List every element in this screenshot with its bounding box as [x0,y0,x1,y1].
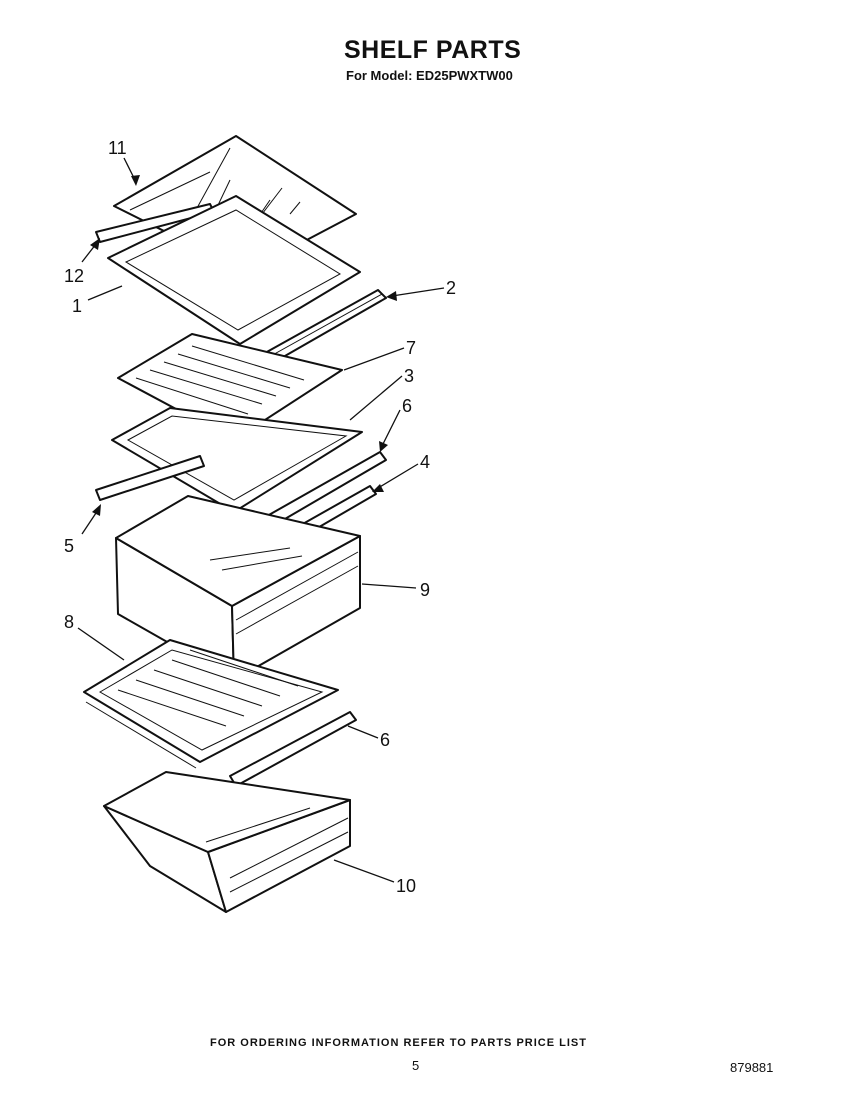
callout-11: 11 [108,138,127,158]
callout-3: 3 [404,366,414,386]
callout-9: 9 [420,580,430,600]
callout-6-lower: 6 [380,730,390,750]
leader-lines [77,157,445,883]
callout-4: 4 [420,452,430,472]
callout-8: 8 [64,612,74,632]
callout-2: 2 [446,278,456,298]
callout-12: 12 [64,266,84,286]
callout-7: 7 [406,338,416,358]
model-line: For Model: ED25PWXTW00 [346,68,513,83]
part-1-shelf-frame [107,195,361,345]
callout-labels: 11 12 1 2 7 3 6 4 5 9 8 6 10 [64,138,456,896]
page-number: 5 [412,1058,420,1073]
part-10-lower-pan [103,771,351,913]
page-title: SHELF PARTS [344,36,522,64]
document-number: 879881 [730,1060,774,1075]
callout-6-upper: 6 [402,396,412,416]
part-3-frame [95,407,363,513]
callout-5: 5 [64,536,74,556]
ordering-note: FOR ORDERING INFORMATION REFER TO PARTS … [210,1037,587,1049]
callout-1: 1 [72,296,82,316]
callout-10: 10 [396,876,416,896]
part-8-cover [83,639,339,769]
part-7-cover [117,333,343,441]
